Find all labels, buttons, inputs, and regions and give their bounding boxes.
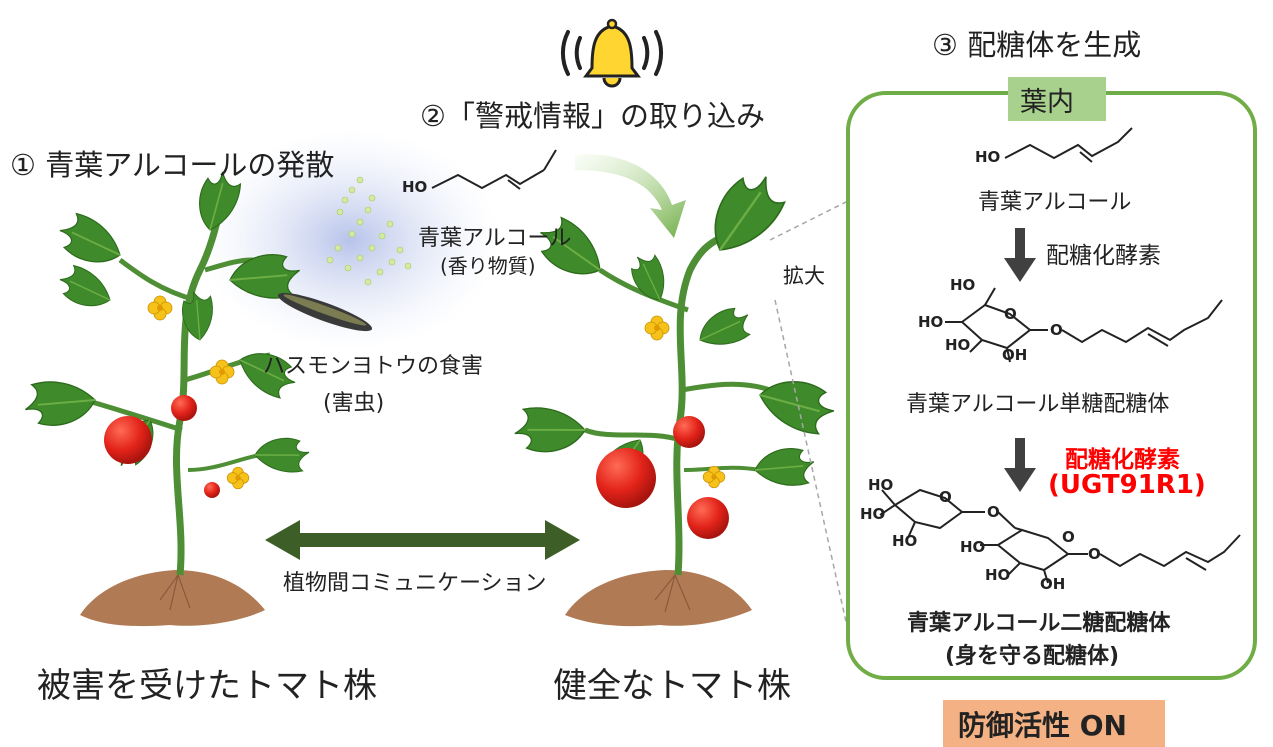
di-ho-2: HO	[860, 505, 886, 523]
damaged-tomato-plant	[20, 167, 312, 576]
di-ho-1: HO	[868, 476, 894, 494]
mono-ho-bottom: HO	[945, 336, 971, 354]
mono-ho-top: HO	[950, 276, 976, 294]
mono-glycoside-name: 青葉アルコール単糖配糖体	[906, 392, 1170, 417]
uptake-arrow	[575, 154, 686, 238]
alcohol-molecule	[1004, 127, 1133, 163]
caterpillar-icon	[277, 292, 373, 332]
volatile-sub: (香り物質)	[440, 254, 536, 278]
mono-ho-left: HO	[918, 313, 944, 331]
zoom-lines	[769, 194, 861, 641]
defense-badge: 防御活性 ON	[958, 709, 1127, 742]
di-glycoside-molecule	[879, 488, 1241, 584]
alcohol-ho-label: HO	[975, 148, 1001, 166]
mono-link-o: O	[1050, 321, 1063, 339]
di-link1-o: O	[987, 503, 1000, 521]
di-ho-3: HO	[892, 532, 918, 550]
di-oh: OH	[1040, 575, 1066, 593]
di-link2-o: O	[1088, 545, 1101, 563]
di-ho-4: HO	[960, 538, 986, 556]
di-ring2-o: O	[1062, 528, 1075, 546]
healthy-tomato-plant	[511, 162, 839, 576]
pest-name: ハスモンヨトウの食害	[263, 354, 484, 379]
communication-arrow	[265, 520, 580, 560]
di-glycoside-name: 青葉アルコール二糖配糖体	[907, 611, 1171, 636]
mono-oh-bottom: OH	[1002, 346, 1028, 364]
enzyme1-label: 配糖化酵素	[1046, 243, 1161, 269]
volatile-ho-label: HO	[402, 178, 428, 196]
damaged-plant-label: 被害を受けたトマト株	[37, 666, 377, 706]
volatile-molecule	[431, 149, 557, 190]
zoom-label: 拡大	[783, 264, 825, 288]
communication-label: 植物間コミュニケーション	[283, 571, 547, 596]
pest-sub: (害虫)	[323, 391, 385, 416]
soil-right	[565, 570, 752, 627]
enzyme2-id: (UGT91R1)	[1048, 470, 1206, 500]
mono-glycoside-molecule	[945, 287, 1223, 363]
step3-label: ③ 配糖体を生成	[932, 28, 1142, 62]
volatile-name: 青葉アルコール	[418, 226, 572, 251]
healthy-plant-label: 健全なトマト株	[553, 666, 791, 706]
leaf-inside-label-bg	[1008, 77, 1106, 121]
alcohol-name: 青葉アルコール	[978, 190, 1132, 215]
bell-icon	[560, 18, 664, 88]
leaf-inside-label: 葉内	[1020, 87, 1074, 118]
di-glycoside-sub: (身を守る配糖体)	[945, 644, 1120, 669]
volatile-dots	[326, 176, 412, 286]
enzyme-arrow-1	[1004, 228, 1036, 282]
di-ring1-o: O	[939, 488, 952, 506]
step1-label: ① 青葉アルコールの発散	[10, 148, 335, 182]
enzyme2-label: 配糖化酵素	[1065, 447, 1180, 473]
mono-ring-o: O	[1004, 305, 1017, 323]
enzyme-arrow-2	[1004, 438, 1036, 492]
defense-badge-bg	[943, 700, 1165, 747]
di-ho-5: HO	[985, 566, 1011, 584]
step2-label: ②「警戒情報」の取り込み	[420, 99, 765, 133]
